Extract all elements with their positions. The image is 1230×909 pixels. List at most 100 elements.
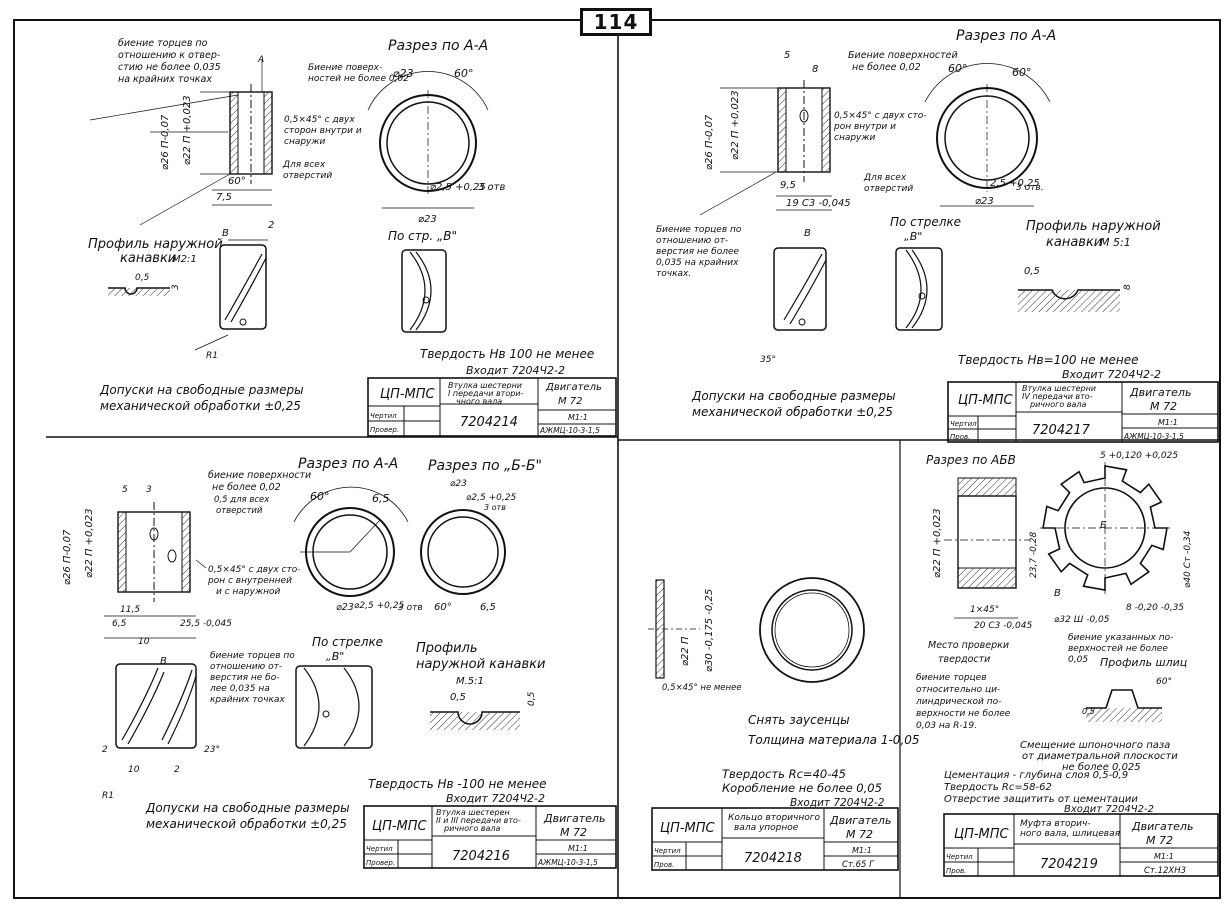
tb-material: АЖМЦ-10-3-1,5 (1123, 432, 1184, 441)
tb-material: АЖМЦ-10-3-1,5 (537, 858, 598, 867)
dim-20: 20 С3 -0,045 (974, 621, 1032, 631)
note-surface: Биение поверх- ностей не более 0,02 (308, 63, 409, 84)
tb-engine-label: Двигатель (1131, 820, 1193, 833)
tolerance-line1: Допуски на свободные размеры (145, 801, 350, 815)
dim-hole: ⌀2,5 +0,25 (354, 601, 404, 611)
dim-05: 3 (171, 284, 181, 290)
drawing-7204217: ⌀26 П-0,07 ⌀22 П +0,023 Биение поверхнос… (656, 28, 1219, 443)
dim-2b: 23° (204, 745, 220, 755)
enters-assembly: Входит 7204Ч2-2 (446, 792, 545, 805)
tb-material: Ст.12ХН3 (1144, 866, 1186, 876)
title-block-7204214: ЦП-МПС Втулка шестерни I передачи втори-… (367, 377, 617, 437)
dim-23-7: 23,7 -0,28 (1029, 532, 1039, 578)
tb-scale: М1:1 (1158, 418, 1178, 427)
tb-name: Втулка шестерни I передачи втори- чного … (448, 381, 526, 406)
tb-org: ЦП-МПС (380, 387, 436, 402)
dim-7-5: 60° (228, 176, 246, 187)
tb-checked: Пров. (946, 867, 966, 875)
dim-6-5b: 25,5 -0,045 (180, 619, 232, 629)
note-endface-runout: Биение торцев по отношению от- верстия н… (656, 225, 744, 279)
tb-engine-label: Двигатель (543, 812, 605, 825)
bushing-side-view (219, 244, 267, 330)
tb-checked: Провер. (366, 859, 395, 867)
tb-number: 7204219 (1040, 857, 1098, 872)
groove-subtitle: канавки (1046, 235, 1102, 250)
tb-org: ЦП-МПС (954, 827, 1010, 842)
tb-engine: М 72 (560, 826, 587, 839)
title-block-7204216: ЦП-МПС Втулка шестерен II и III передачи… (363, 805, 617, 869)
warp: Коробление не более 0,05 (722, 781, 882, 795)
dim-2: 2 (268, 220, 274, 231)
angle-right: 6,5 (372, 492, 390, 505)
sheet-border (13, 19, 1221, 899)
note-surface: биение поверхности не более 0,02 (208, 470, 314, 493)
dim-outer: ⌀26 П-0,07 (704, 114, 715, 170)
drawing-7204214: ⌀26 П-0,07 ⌀22 П +0,023 биение торцев по… (88, 38, 617, 437)
hardness: Твердость Нв 100 не менее (420, 347, 594, 361)
tb-checked: Пров. (654, 861, 674, 869)
tb-material: Ст.65 Г (842, 860, 875, 870)
dim-40: ⌀40 Ст -0,34 (1183, 530, 1193, 588)
ring-outer (759, 577, 865, 683)
note-thickness: Толщина материала 1-0,05 (748, 733, 920, 747)
page-number: 114 (580, 8, 652, 36)
groove-subtitle: наружной канавки (416, 657, 545, 672)
angle-right: 60° (454, 67, 474, 80)
note-endface-runout: биение торцев по отношению от- верстия н… (209, 651, 298, 705)
dim-05: 0,5 (1082, 707, 1095, 716)
angle-left: 60° (948, 62, 968, 75)
tb-checked: Провер. (370, 426, 399, 434)
hardness: Твердость Нв=100 не менее (958, 353, 1138, 367)
groove-scale: М 5:1 (1100, 236, 1131, 249)
section2-title: Разрез по „Б-Б" (428, 458, 542, 474)
dim2-hole: ⌀2,5 +0,25 (466, 493, 516, 503)
view-letter: „В" (326, 650, 344, 663)
bushing-side-view (773, 247, 827, 331)
note-hardness-check: Место проверки твердости (928, 640, 1012, 665)
dim-3: А (257, 55, 264, 65)
dim-25-5: 10 (138, 637, 150, 647)
angle2-right: 6,5 (480, 602, 496, 613)
groove-scale: М2:1 (172, 254, 197, 265)
groove-title: Профиль шлиц (1100, 656, 1187, 669)
section-title: Разрез по А-А (956, 28, 1056, 44)
tb-scale: М1:1 (568, 413, 588, 422)
ring-inner (771, 589, 853, 671)
dim-inner: ⌀22 П +0,023 (84, 508, 95, 578)
note-chamfer: 0,5×45° не менее (662, 683, 742, 693)
tolerance-line1: Допуски на свободные размеры (691, 389, 896, 403)
tb-engine-label: Двигатель (545, 382, 602, 393)
dim-10b: 2 (174, 765, 180, 775)
note-endface-runout: биение торцев по отношению к отвер- стию… (118, 38, 224, 85)
note-chamfer: 0,5×45° с двух сторон внутри и снаружи (284, 115, 365, 147)
tb-org: ЦП-МПС (958, 393, 1014, 408)
dim-key: 5 +0,120 +0,025 (1100, 451, 1178, 461)
dim-23: ⌀23 (336, 602, 354, 613)
tb-drawn: Чертил (366, 845, 393, 853)
view-title: По стрелке (890, 215, 961, 229)
tb-drawn: Чертил (950, 420, 977, 428)
dim-6-5: 11,5 (120, 605, 140, 615)
label-b: В (222, 228, 229, 239)
tb-checked: Пров. (950, 433, 970, 441)
section-title: Разрез по А-А (298, 456, 398, 472)
tb-engine: М 72 (846, 828, 873, 841)
dim2-23: ⌀23 (450, 479, 467, 489)
dim-5: 8 (812, 64, 818, 75)
dim-outer: ⌀26 П-0,07 (62, 529, 73, 585)
drawing-7204216: ⌀26 П-0,07 ⌀22 П +0,023 5 3 11,5 6,5 25,… (62, 456, 617, 869)
groove-title: Профиль наружной (88, 237, 223, 252)
dim-8: 8 -0,20 -0,35 (1126, 603, 1184, 613)
note-hardness: Твердость Rс=58-62 (944, 782, 1052, 793)
note-all-holes: Для всех отверстий (863, 173, 913, 194)
angle-23: R1 (102, 791, 114, 801)
angle-30: R1 (206, 351, 218, 361)
dim-3holes: 3 отв. (1016, 183, 1044, 193)
dim-2a: 2 (102, 745, 108, 755)
tb-name: Кольцо вторичного вала упорное (728, 813, 823, 833)
tolerance-line2: механической обработки ±0,25 (692, 405, 893, 419)
dim-10a: 10 (128, 765, 140, 775)
note-surface: Биение поверхностей не более 0,02 (848, 50, 961, 73)
dim-05: 0,5 (527, 691, 537, 706)
dim-inner: ⌀22 П +0,023 (730, 90, 741, 160)
